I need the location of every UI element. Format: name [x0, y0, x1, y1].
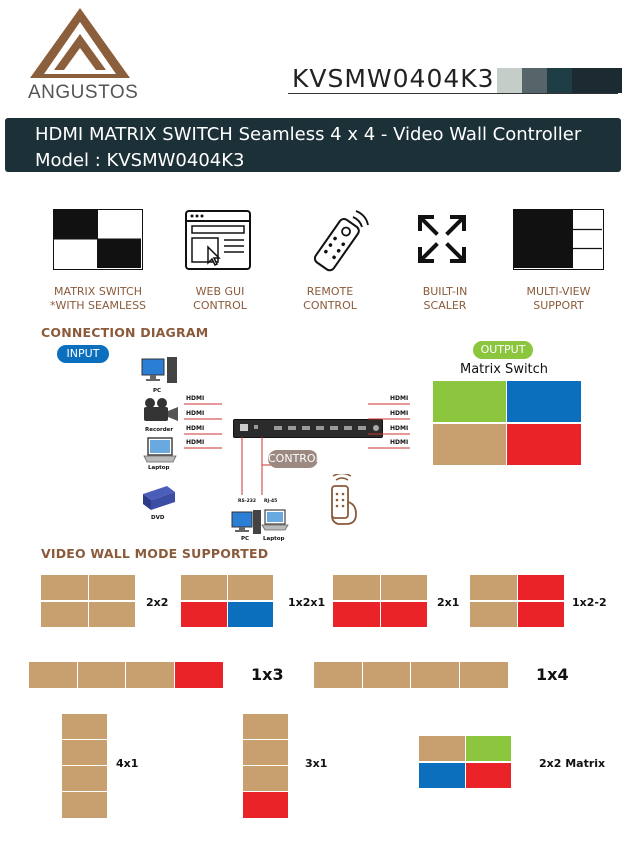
hdmi-out-label-2: HDMI	[390, 410, 409, 417]
feature-label-matrix: MATRIX SWITCH*WITH SEAMLESS	[49, 285, 147, 312]
title-banner: HDMI MATRIX SWITCH Seamless 4 x 4 - Vide…	[5, 118, 621, 172]
hdmi-output-cables	[368, 403, 410, 449]
feature-multiview-icon	[513, 209, 604, 270]
mode-1x4-wall	[313, 661, 509, 689]
hdmi-out-label-3: HDMI	[390, 425, 409, 432]
hdmi-in-label-1: HDMI	[186, 395, 205, 402]
control-cables	[241, 437, 278, 495]
dvd-label: DVD	[151, 515, 165, 521]
hdmi-out-label-1: HDMI	[390, 395, 409, 402]
pc-label: PC	[153, 388, 162, 394]
color-strip	[497, 68, 622, 93]
hand-remote	[322, 472, 362, 530]
pc-icon	[231, 510, 261, 534]
hdmi-out-label-4: HDMI	[390, 439, 409, 446]
banner-title: HDMI MATRIX SWITCH Seamless 4 x 4 - Vide…	[35, 124, 582, 145]
mode-1x3-label: 1x3	[251, 665, 284, 684]
rs232-label: RS-232	[238, 499, 256, 504]
connection-diagram-title: CONNECTION DIAGRAM	[41, 325, 209, 340]
mode-1x2-2-label: 1x2-2	[572, 596, 607, 609]
model-heading: KVSMW0404K3	[292, 64, 495, 93]
output-screen-4	[506, 423, 582, 466]
mode-2x2-label: 2x2	[146, 596, 169, 609]
input-badge: INPUT	[57, 345, 109, 363]
control-pc-label: PC	[241, 536, 250, 542]
mode-1x2x1-label: 1x2x1	[288, 596, 326, 609]
feature-remote-icon	[305, 207, 371, 277]
hand-remote-icon	[331, 472, 357, 525]
output-screen-1	[432, 380, 507, 423]
model-underline	[288, 93, 618, 94]
control-pc-device	[230, 508, 262, 540]
control-badge: CONTROL	[268, 450, 322, 468]
grid-icon	[54, 210, 141, 268]
laptop-label: Laptop	[148, 465, 170, 471]
mode-1x3-wall	[28, 661, 224, 689]
logo-triangle-icon	[30, 8, 130, 78]
mode-3x1-wall	[242, 713, 289, 819]
output-matrix	[432, 380, 582, 466]
dvd-player-icon	[143, 486, 175, 510]
multiview-icon	[514, 210, 602, 268]
device-ports-icon	[240, 424, 379, 431]
hdmi-in-label-4: HDMI	[186, 439, 205, 446]
banner-model: Model : KVSMW0404K3	[35, 150, 245, 171]
feature-webgui-icon	[184, 209, 252, 275]
laptop-device	[143, 436, 177, 468]
brand-logo	[30, 8, 130, 80]
hdmi-in-label-2: HDMI	[186, 410, 205, 417]
video-wall-title: VIDEO WALL MODE SUPPORTED	[41, 546, 269, 561]
remote-control-icon	[313, 210, 369, 272]
mode-2x2-matrix-wall	[418, 735, 512, 789]
pc-icon	[141, 357, 177, 383]
mode-2x2-wall	[40, 574, 136, 628]
laptop-icon	[261, 509, 289, 531]
feature-matrix-icon	[53, 209, 143, 270]
output-badge: OUTPUT	[473, 341, 533, 359]
mode-4x1-wall	[61, 713, 108, 819]
mode-1x2-2-wall	[469, 574, 565, 628]
dvd-device	[141, 484, 177, 516]
video-recorder-icon	[144, 398, 178, 421]
brand-name: ANGUSTOS	[28, 82, 139, 103]
mode-1x2x1-wall	[180, 574, 274, 628]
output-caption: Matrix Switch	[460, 362, 549, 377]
browser-window-icon	[185, 210, 251, 270]
hdmi-input-cables	[184, 403, 222, 449]
mode-4x1-label: 4x1	[116, 757, 139, 770]
mode-2x1-wall	[332, 574, 428, 628]
feature-scaler-icon	[416, 213, 468, 269]
expand-arrows-icon	[418, 215, 466, 263]
matrix-switch-device	[233, 419, 383, 438]
hdmi-in-label-3: HDMI	[186, 425, 205, 432]
control-laptop-label: Laptop	[263, 536, 285, 542]
laptop-icon	[143, 437, 177, 463]
mode-2x1-label: 2x1	[437, 596, 460, 609]
control-laptop-device	[261, 508, 289, 536]
output-screen-2	[506, 380, 582, 423]
rj45-label: RJ-45	[264, 499, 278, 504]
mode-1x4-label: 1x4	[536, 665, 569, 684]
recorder-device	[140, 397, 180, 429]
pc-device	[140, 355, 180, 393]
mode-2x2-matrix-label: 2x2 Matrix	[539, 757, 606, 770]
mode-3x1-label: 3x1	[305, 757, 328, 770]
recorder-label: Recorder	[145, 427, 174, 433]
output-screen-3	[432, 423, 507, 466]
